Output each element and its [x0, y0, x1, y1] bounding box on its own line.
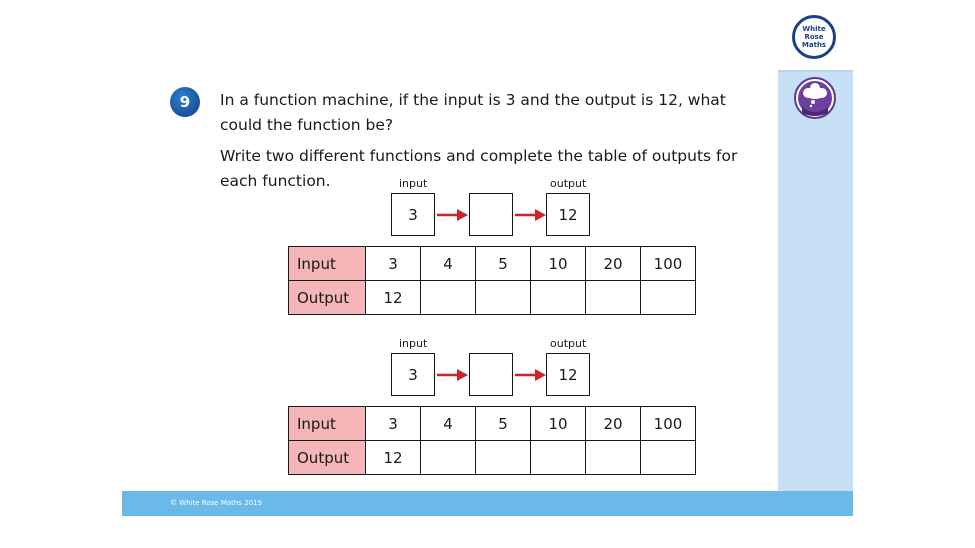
- question-line-2: could the function be?: [220, 116, 394, 134]
- output-cell-blank[interactable]: [420, 440, 476, 475]
- red-arrow-icon: [437, 369, 468, 381]
- instruction-text: Write two different functions and comple…: [220, 144, 750, 194]
- logo-line-2: Rose: [804, 33, 824, 41]
- side-panel: White Rose Maths: [778, 0, 853, 491]
- output-cell-blank[interactable]: [420, 280, 476, 315]
- machine-input-label: input: [399, 337, 428, 350]
- input-cell: 3: [365, 406, 421, 441]
- table-row-input: Input 3 4 5 10 20 100: [288, 406, 696, 441]
- machine-output-label: output: [550, 337, 587, 350]
- red-arrow-icon: [515, 209, 546, 221]
- output-cell-blank[interactable]: [475, 440, 531, 475]
- output-cell-blank[interactable]: [640, 280, 696, 315]
- output-cell-blank[interactable]: [585, 440, 641, 475]
- thought-cloud-icon: [794, 77, 836, 119]
- function-machine-2: input output 3 12: [391, 336, 591, 396]
- input-cell: 5: [475, 406, 531, 441]
- machine-input-box: 3: [391, 353, 435, 396]
- function-table-2: Input 3 4 5 10 20 100 Output 12: [288, 406, 696, 475]
- question-line-1: In a function machine, if the input is 3…: [220, 91, 726, 109]
- input-cell: 20: [585, 246, 641, 281]
- logo-line-1: White: [802, 25, 826, 33]
- function-machine-1: input output 3 12: [391, 176, 591, 236]
- question-number-badge: 9: [170, 87, 200, 117]
- input-cell: 10: [530, 406, 586, 441]
- input-cell: 5: [475, 246, 531, 281]
- instruction-line-2: each function.: [220, 172, 331, 190]
- output-cell-blank[interactable]: [530, 280, 586, 315]
- machine-input-box: 3: [391, 193, 435, 236]
- row-header-output: Output: [288, 440, 366, 475]
- table-row-output: Output 12: [288, 440, 696, 475]
- output-cell-blank[interactable]: [640, 440, 696, 475]
- function-table-1: Input 3 4 5 10 20 100 Output 12: [288, 246, 696, 315]
- output-cell-blank[interactable]: [585, 280, 641, 315]
- red-arrow-icon: [437, 209, 468, 221]
- machine-output-box: 12: [546, 193, 590, 236]
- input-cell: 20: [585, 406, 641, 441]
- logo-line-3: Maths: [801, 41, 827, 49]
- machine-output-box: 12: [546, 353, 590, 396]
- table-row-output: Output 12: [288, 280, 696, 315]
- input-cell: 3: [365, 246, 421, 281]
- output-cell-blank[interactable]: [530, 440, 586, 475]
- row-header-input: Input: [288, 406, 366, 441]
- table-row-input: Input 3 4 5 10 20 100: [288, 246, 696, 281]
- row-header-output: Output: [288, 280, 366, 315]
- question-text: In a function machine, if the input is 3…: [220, 88, 750, 138]
- input-cell: 4: [420, 406, 476, 441]
- input-cell: 100: [640, 406, 696, 441]
- machine-input-label: input: [399, 177, 428, 190]
- logo-area: White Rose Maths: [778, 0, 853, 72]
- input-cell: 10: [530, 246, 586, 281]
- instruction-line-1: Write two different functions and comple…: [220, 147, 738, 165]
- input-cell: 4: [420, 246, 476, 281]
- output-cell: 12: [365, 280, 421, 315]
- copyright-text: © White Rose Maths 2019: [170, 499, 263, 507]
- output-cell: 12: [365, 440, 421, 475]
- footer-bar: © White Rose Maths 2019: [122, 491, 853, 516]
- machine-function-box[interactable]: [469, 193, 513, 236]
- machine-function-box[interactable]: [469, 353, 513, 396]
- machine-output-label: output: [550, 177, 587, 190]
- output-cell-blank[interactable]: [475, 280, 531, 315]
- row-header-input: Input: [288, 246, 366, 281]
- white-rose-maths-logo: White Rose Maths: [792, 15, 836, 59]
- input-cell: 100: [640, 246, 696, 281]
- red-arrow-icon: [515, 369, 546, 381]
